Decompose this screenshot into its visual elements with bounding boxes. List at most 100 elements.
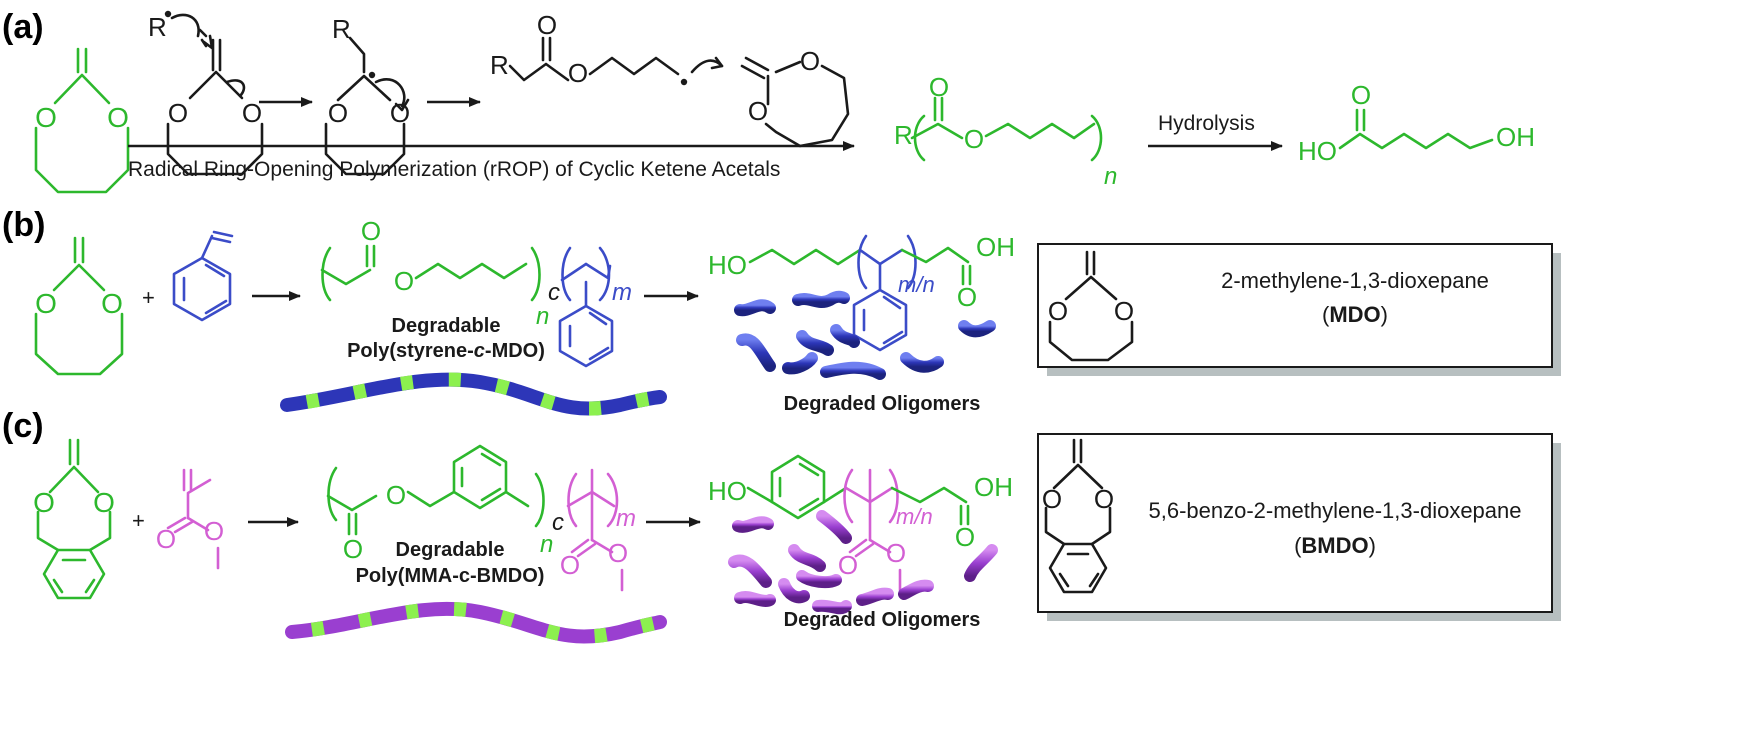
- copolymer-name-line2: Poly(styrene-c-MDO): [347, 340, 545, 362]
- panel-label-a: (a): [2, 8, 44, 46]
- o-atom: O: [242, 98, 262, 128]
- o-atom: O: [957, 282, 977, 312]
- mechanism-structure-4: O O: [740, 46, 850, 148]
- plus-sign: +: [142, 285, 155, 310]
- o-atom: O: [1094, 484, 1114, 514]
- oligomer-fragments-b: [734, 290, 996, 380]
- repeat-unit-n: n: [1104, 163, 1117, 190]
- repeat-unit-m: m: [612, 279, 632, 306]
- curved-arrow-icon: [170, 13, 200, 38]
- rrop-caption: Radical Ring-Opening Polymerization (rRO…: [128, 158, 780, 181]
- r-group: R: [490, 50, 509, 80]
- polyester-product: R O O n: [894, 72, 1117, 190]
- radical-dot: [680, 78, 688, 86]
- oligomer-fragments-c: [728, 510, 998, 615]
- repeat-unit-m: m: [616, 505, 636, 532]
- degraded-oligomer-b-structure: HO m/n O OH: [708, 232, 1015, 352]
- mdo-info-box: O O 2-methylene-1,3-dioxepane (MDO): [1037, 243, 1561, 376]
- o-atom: O: [1042, 484, 1062, 514]
- o-atom: O: [800, 46, 820, 76]
- panel-label-c: (c): [2, 407, 44, 445]
- o-atom: O: [1048, 296, 1068, 326]
- polymer-chain-b: [280, 372, 667, 416]
- o-atom: O: [156, 524, 176, 554]
- mechanism-structure-2: R O O: [324, 14, 410, 176]
- bmdo-abbreviation: (BMDO): [1294, 533, 1376, 558]
- oh-group: OH: [1496, 122, 1535, 152]
- box-frame: [1037, 243, 1553, 368]
- mdo-monomer-a: O O: [34, 47, 130, 194]
- o-atom: O: [748, 96, 768, 126]
- o-atom: O: [964, 124, 984, 154]
- bmdo-name: 5,6-benzo-2-methylene-1,3-dioxepane: [1148, 498, 1521, 523]
- o-atom: O: [390, 98, 410, 128]
- o-atom: O: [328, 98, 348, 128]
- polymer-chain-c: [285, 601, 667, 644]
- o-atom: O: [560, 550, 580, 580]
- mdo-name: 2-methylene-1,3-dioxepane: [1221, 268, 1489, 293]
- r-group: R: [332, 14, 351, 44]
- o-atom: O: [1114, 296, 1134, 326]
- mma-monomer: O O: [156, 468, 224, 570]
- radical-dot: [164, 10, 172, 18]
- repeat-unit-mn: m/n: [896, 504, 933, 529]
- radical-dot: [368, 71, 376, 79]
- o-atom: O: [93, 487, 115, 518]
- ho-group: HO: [708, 250, 747, 280]
- mdo-monomer-b: O O: [34, 236, 124, 376]
- r-group: R: [148, 12, 167, 42]
- o-atom: O: [955, 522, 975, 552]
- box-frame: [1037, 433, 1553, 613]
- o-atom: O: [204, 516, 224, 546]
- oh-group: OH: [974, 472, 1013, 502]
- o-atom: O: [608, 538, 628, 568]
- plus-sign: +: [132, 508, 145, 533]
- copolymer-name-line1: Degradable: [396, 539, 505, 561]
- repeat-unit-mn: m/n: [898, 272, 935, 297]
- o-atom: O: [35, 102, 57, 133]
- o-atom: O: [886, 538, 906, 568]
- ho-group: HO: [1298, 136, 1337, 166]
- poly-styrene-c-mdo: O O n c m Degradable Poly(styrene-c-MDO): [320, 216, 632, 368]
- o-atom: O: [101, 288, 123, 319]
- r-group: R: [894, 120, 913, 150]
- panel-label-b: (b): [2, 206, 45, 244]
- copolymer-name-line1: Degradable: [392, 315, 501, 337]
- bmdo-monomer-c: O O: [33, 438, 115, 600]
- ho-group: HO: [708, 476, 747, 506]
- o-atom: O: [568, 58, 588, 88]
- o-atom: O: [168, 98, 188, 128]
- degraded-oligomer-c-structure: HO O O m/n O OH: [708, 454, 1013, 592]
- mechanism-structure-3: R O O: [490, 10, 724, 88]
- degraded-oligomers-label-c: Degraded Oligomers: [784, 609, 981, 631]
- o-atom: O: [35, 288, 57, 319]
- o-atom: O: [1351, 80, 1371, 110]
- repeat-unit-n: n: [540, 531, 553, 558]
- poly-mma-c-bmdo: O O n c O O m Degradable Poly(MMA-c-BMDO…: [326, 444, 636, 592]
- hydroxy-acid-product: HO O OH: [1298, 80, 1535, 166]
- copolymer-c: c: [552, 509, 564, 536]
- o-atom: O: [107, 102, 129, 133]
- bmdo-info-box: O O 5,6-benzo-2-methylene-1,3-dioxepane …: [1037, 433, 1561, 621]
- copolymer-c: c: [548, 279, 560, 306]
- styrene-monomer: [172, 230, 234, 322]
- curved-arrow-icon: [225, 79, 246, 98]
- mechanism-structure-1: R O O: [148, 10, 264, 176]
- o-atom: O: [394, 266, 414, 296]
- mdo-abbreviation: (MDO): [1322, 302, 1388, 327]
- o-atom: O: [838, 550, 858, 580]
- copolymer-name-line2: Poly(MMA-c-BMDO): [356, 565, 545, 587]
- o-atom: O: [361, 216, 381, 246]
- oh-group: OH: [976, 232, 1015, 262]
- hydrolysis-label: Hydrolysis: [1158, 112, 1255, 135]
- o-atom: O: [33, 487, 55, 518]
- o-atom: O: [537, 10, 557, 40]
- o-atom: O: [343, 534, 363, 564]
- degraded-oligomers-label-b: Degraded Oligomers: [784, 393, 981, 415]
- repeat-unit-n: n: [536, 303, 549, 330]
- o-atom: O: [386, 480, 406, 510]
- o-atom: O: [929, 72, 949, 102]
- curved-arrow-icon: [374, 78, 406, 108]
